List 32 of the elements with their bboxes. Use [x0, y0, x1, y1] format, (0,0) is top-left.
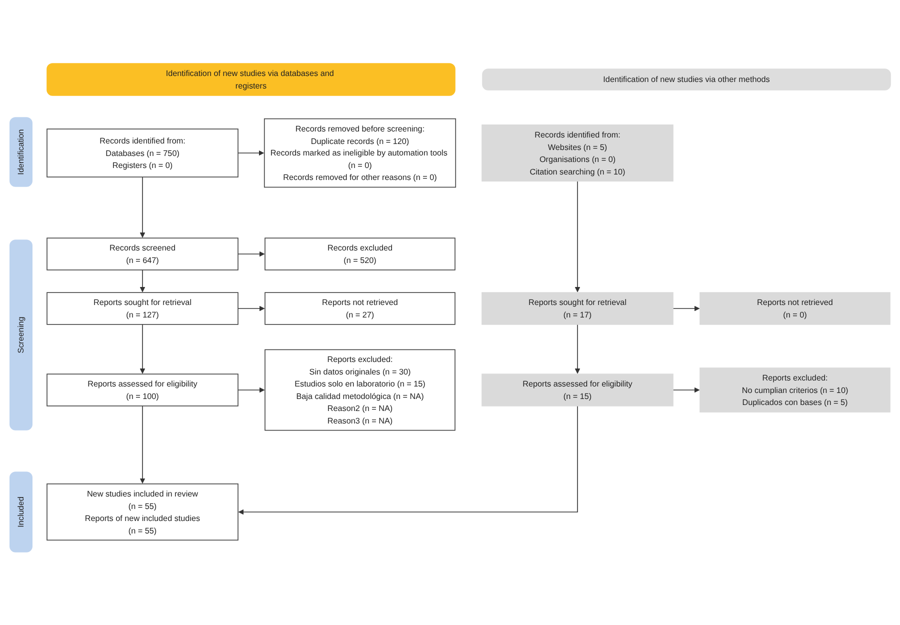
- arrow: [574, 180, 580, 292]
- node-box: Screening: [10, 240, 32, 430]
- arrow: [238, 306, 265, 312]
- node-box: Records identified from: Websites (n = 5) Organisations (n = 0) Citation searching (n = 10): [482, 124, 674, 182]
- arrow: [238, 387, 265, 393]
- arrow: [574, 324, 580, 374]
- node-box: Records excluded (n = 520): [264, 238, 456, 270]
- arrow: [140, 324, 146, 374]
- node-box: Reports not retrieved (n = 0): [700, 292, 890, 325]
- node-box: Reports not retrieved (n = 27): [264, 292, 456, 325]
- arrow: [140, 406, 146, 484]
- node-box: Identification of new studies via other methods: [482, 68, 891, 90]
- node-box: New studies included in review (n = 55) Reports of new included studies (n = 55): [46, 483, 238, 541]
- node-box: Identification: [10, 117, 32, 187]
- arrow: [140, 176, 146, 238]
- arrow: [238, 251, 265, 257]
- arrow: [238, 406, 578, 515]
- arrow: [140, 270, 146, 292]
- node-box: Reports excluded: No cumplian criterios (n = 10) Duplicados con bases (n = 5): [700, 368, 890, 412]
- node-box: Included: [10, 472, 32, 552]
- arrow: [672, 387, 700, 393]
- node-box: Reports sought for retrieval (n = 17): [482, 292, 674, 325]
- node-box: Reports assessed for eligibility (n = 100): [46, 374, 238, 406]
- node-box: Records screened (n = 647): [46, 238, 238, 270]
- node-box: Reports assessed for eligibility (n = 15): [482, 374, 674, 406]
- node-box: Reports sought for retrieval (n = 127): [46, 292, 238, 325]
- arrow: [238, 150, 264, 156]
- node-box: Reports excluded: Sin datos originales (n = 30) Estudios solo en laboratorio (n = 15) Baja calidad metodológica (n = NA) Reason2 (n = NA) Reason3 (n = NA): [264, 349, 456, 431]
- node-box: Records removed before screening: Duplicate records (n = 120) Records marked as ineligible by automation tools (n = 0) Records removed for other reasons (n = 0): [264, 118, 456, 188]
- node-box: Records identified from: Databases (n = 750) Registers (n = 0): [46, 128, 238, 178]
- arrow: [672, 306, 700, 312]
- node-box: Identification of new studies via databases and registers: [46, 63, 456, 96]
